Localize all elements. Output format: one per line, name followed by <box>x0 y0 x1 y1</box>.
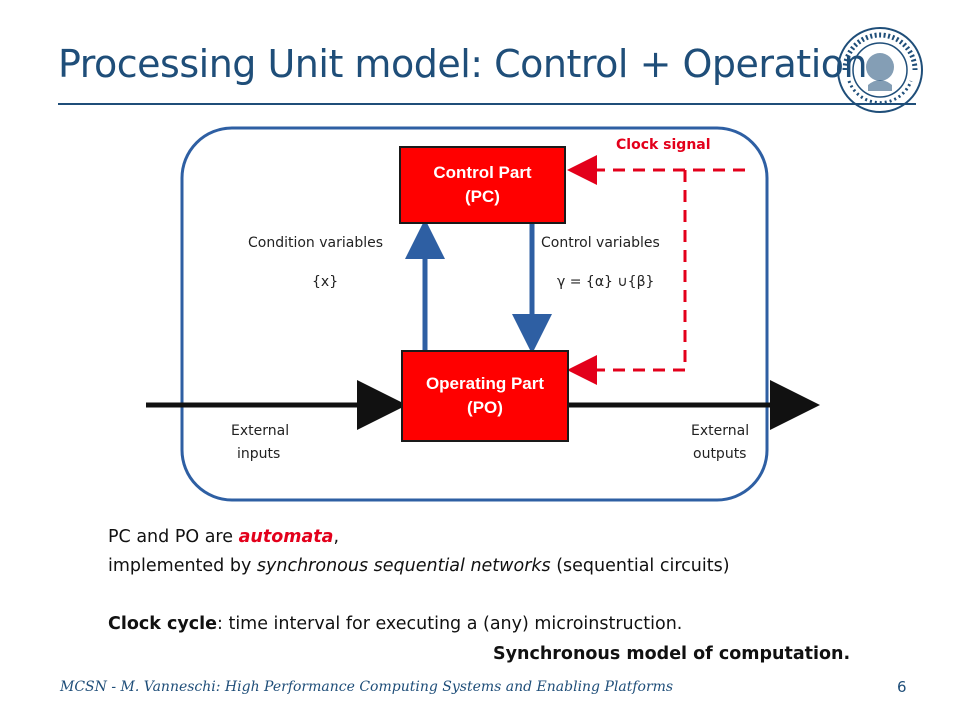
clock-cycle-term: Clock cycle <box>108 614 217 634</box>
body-line2-post: (sequential circuits) <box>550 556 730 576</box>
control-set-label: γ = {α} ∪{β} <box>557 274 655 290</box>
footer-citation: MCSN - M. Vanneschi: High Performance Co… <box>60 679 674 695</box>
control-part-box: Control Part (PC) <box>399 146 566 224</box>
synchronous-networks-emphasis: synchronous sequential networks <box>256 556 551 576</box>
body-line-implementation: implemented by synchronous sequential ne… <box>108 556 730 576</box>
external-inputs-label-line1: External <box>231 423 290 439</box>
body-line2-pre: implemented by <box>108 556 257 576</box>
condition-variables-label: Condition variables <box>248 235 384 251</box>
external-inputs-label-line2: inputs <box>237 446 281 462</box>
operating-part-box: Operating Part (PO) <box>401 350 569 442</box>
body-line-automata: PC and PO are automata, <box>108 527 339 547</box>
external-outputs-label-line2: outputs <box>693 446 747 462</box>
page-number: 6 <box>897 678 907 696</box>
operating-part-label: Operating Part <box>425 374 545 394</box>
processing-unit-boundary <box>180 126 769 502</box>
body-line1-post: , <box>333 527 340 547</box>
operating-part-abbrev: (PO) <box>467 398 503 417</box>
control-part-label: Control Part <box>433 163 532 183</box>
page-title: Processing Unit model: Control + Operati… <box>58 42 868 86</box>
control-part-abbrev: (PC) <box>465 187 500 206</box>
control-variables-label: Control variables <box>541 235 660 251</box>
body-line-clock-cycle: Clock cycle: time interval for executing… <box>108 614 682 634</box>
university-seal-icon <box>837 27 923 113</box>
automata-emphasis: automata <box>238 527 334 547</box>
body-line-synchronous-model: Synchronous model of computation. <box>493 644 851 664</box>
external-outputs-label-line1: External <box>691 423 750 439</box>
clock-cycle-definition: : time interval for executing a (any) mi… <box>217 614 683 634</box>
title-divider <box>58 103 916 105</box>
body-line1-pre: PC and PO are <box>108 527 239 547</box>
clock-signal-label: Clock signal <box>616 137 711 153</box>
condition-set-label: {x} <box>312 274 339 290</box>
